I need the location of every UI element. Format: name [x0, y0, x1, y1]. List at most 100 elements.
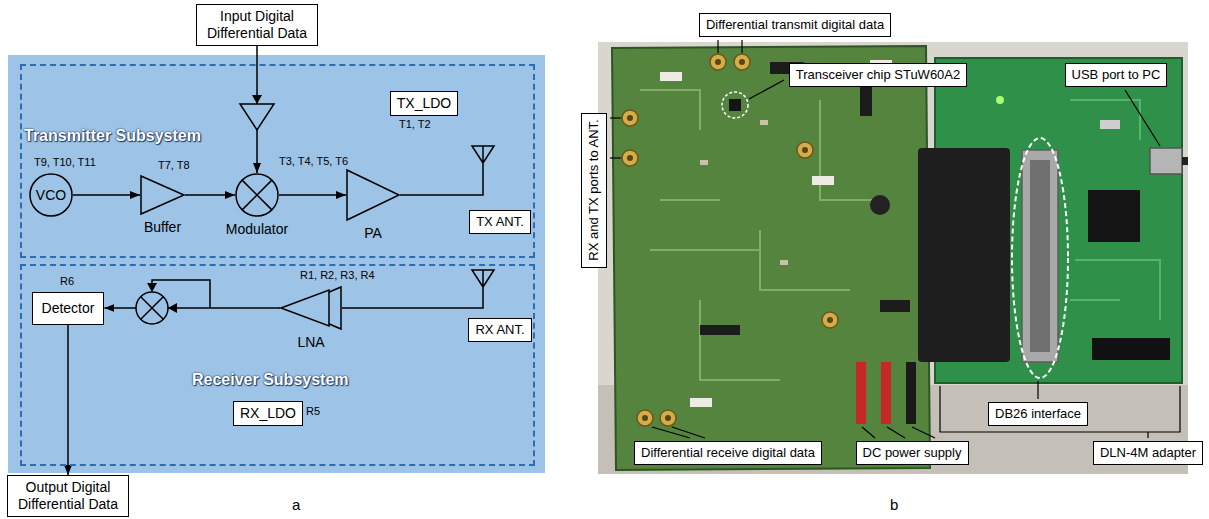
mixer-cross	[141, 297, 164, 320]
subsystem-heading: Receiver Subsystem	[192, 370, 349, 389]
amplifier-triangle-outline	[346, 169, 400, 221]
board-connector	[918, 148, 1010, 362]
transistor-label: T1, T2	[399, 118, 431, 131]
transistor-label: R5	[306, 405, 320, 418]
adapter-header	[1092, 338, 1170, 360]
box-text: Input Digital Differential Data	[203, 8, 311, 42]
symbol-caption: Buffer	[144, 219, 181, 235]
lna-symbol-outline	[280, 286, 342, 330]
symbol-caption: PA	[364, 225, 382, 241]
board-sticker	[660, 72, 682, 81]
pin-header	[700, 325, 740, 335]
subsystem-frame: Receiver SubsystemDetectorLNARX_LDORX AN…	[20, 264, 535, 466]
amplifier-outline	[347, 170, 399, 220]
antenna-symbol	[472, 146, 494, 164]
db26-shell	[1030, 160, 1050, 352]
sma-connector	[637, 410, 653, 426]
modulator-outline	[236, 174, 278, 216]
transistor-label: R1, R2, R3, R4	[300, 269, 375, 282]
vco-circle: VCO	[29, 173, 73, 217]
db26-connector	[1022, 150, 1058, 362]
leader-line	[912, 427, 935, 438]
power-pin	[881, 362, 891, 424]
leader-line	[652, 427, 690, 438]
sma-pin	[642, 415, 648, 421]
highlight-ellipse	[1012, 138, 1068, 378]
antenna-symbol	[472, 270, 494, 288]
transistor-label: T9, T10, T11	[34, 156, 96, 169]
ldo-box: RX_LDO	[233, 401, 303, 426]
capacitor	[870, 195, 890, 215]
subsystem-panel	[8, 55, 545, 473]
data-port-box: Output Digital Differential Data	[7, 475, 129, 517]
symbol-text: VCO	[36, 187, 66, 203]
sma-connector	[822, 312, 838, 328]
status-led	[996, 96, 1004, 104]
buffer-triangle-outline	[140, 175, 185, 215]
box-text: DC power supply	[863, 445, 962, 461]
callout-box: Transceiver chip STuW60A2	[789, 63, 968, 87]
amplifier-triangle: PA	[346, 169, 400, 221]
sma-pin	[665, 415, 671, 421]
sma-connector	[660, 410, 676, 426]
signal-arrow	[279, 194, 346, 196]
detector-box: Detector	[32, 292, 105, 325]
input-buffer-triangle	[240, 104, 274, 130]
antenna-box: TX ANT.	[469, 210, 531, 234]
usb-port	[1150, 148, 1182, 174]
symbol-caption: LNA	[297, 334, 324, 350]
vco-outline	[30, 174, 72, 216]
sma-pin	[827, 317, 833, 323]
sma-pin	[739, 59, 745, 65]
board-photo	[598, 42, 1188, 474]
smd-part	[700, 160, 708, 165]
signal-wire	[342, 288, 483, 308]
arrow-head	[252, 95, 262, 104]
photo-backdrop	[598, 42, 1188, 474]
lna-symbol: LNA	[280, 286, 342, 330]
crystal	[1100, 120, 1120, 129]
box-text: DLN-4M adapter	[1100, 445, 1196, 461]
leader-line	[717, 40, 718, 53]
leader-line	[1037, 381, 1038, 399]
callout-box: DC power supply	[856, 441, 969, 465]
sma-connector	[710, 54, 726, 70]
panel-letter: b	[890, 496, 898, 514]
board-trace	[640, 90, 880, 380]
sma-pin	[715, 59, 721, 65]
sma-connector	[622, 110, 638, 126]
modulator-mixer-outline	[235, 173, 279, 217]
callout-box: DLN-4M adapter	[1093, 441, 1203, 465]
callout-box: DB26 interface	[988, 402, 1088, 426]
board-sticker	[690, 398, 712, 407]
sma-pin	[627, 115, 633, 121]
leader-line	[1125, 90, 1160, 146]
data-port-box: Input Digital Differential Data	[196, 4, 318, 46]
modulator-cross	[242, 180, 272, 210]
smd-part	[760, 120, 768, 125]
group-bracket	[940, 386, 1180, 438]
sma-connector	[797, 142, 813, 158]
leader-line	[741, 40, 742, 53]
subsystem-heading: Transmitter Subsystem	[24, 126, 201, 145]
buffer-triangle: Buffer	[140, 175, 185, 215]
box-text: Detector	[42, 300, 95, 317]
sma-pin	[802, 147, 808, 153]
leader-line	[749, 80, 784, 99]
signal-arrow	[185, 194, 235, 196]
sma-connector	[622, 150, 638, 166]
sma-pin	[627, 155, 633, 161]
leader-line	[610, 117, 621, 118]
callout-box: RX and TX ports to ANT.	[581, 113, 607, 268]
box-text: DB26 interface	[995, 406, 1081, 422]
box-text: TX_LDO	[397, 95, 451, 112]
transceiver-chip	[729, 99, 741, 111]
edge-group	[68, 46, 346, 475]
callout-box: USB port to PC	[1065, 63, 1168, 87]
power-pin	[856, 362, 866, 424]
signal-arrow	[73, 194, 140, 196]
transistor-label: T3, T4, T5, T6	[279, 155, 348, 168]
